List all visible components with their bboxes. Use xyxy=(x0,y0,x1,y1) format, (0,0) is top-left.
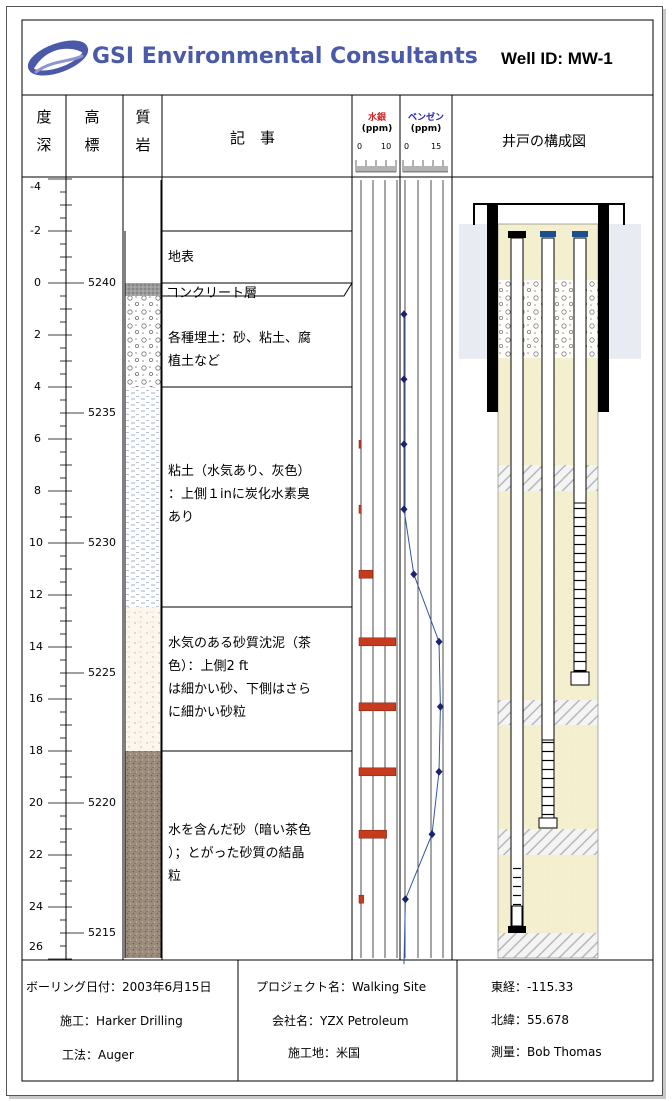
surveyor: 測量：Bob Thomas xyxy=(491,1045,602,1059)
benzene-point xyxy=(400,505,408,514)
depth-tick: -4 xyxy=(30,180,41,193)
benzene-unit: (ppm) xyxy=(410,124,442,134)
remark-sand: 水を含んだ砂（暗い茶色 ）；とがった砂質の結晶 粒 xyxy=(168,819,311,888)
lith-fill xyxy=(125,296,161,387)
benzene-tick-15: 15 xyxy=(431,142,442,151)
remark-line: 色）：上側2 ft xyxy=(168,659,249,674)
remark-silt: 水気のある砂質沈泥（茶 色）：上側2 ft は細かい砂、下側はさら に細かい砂粒 xyxy=(168,632,311,724)
depth-tick: 22 xyxy=(29,848,43,861)
benzene-point xyxy=(428,830,436,839)
well-construction xyxy=(459,203,641,959)
gsi-logo-icon xyxy=(27,40,89,76)
depth-heading-char-1: 度 xyxy=(36,108,52,126)
mercury-tick-10: 10 xyxy=(381,142,392,151)
benzene-point xyxy=(435,767,443,776)
lith-concrete xyxy=(125,283,161,296)
mercury-bar xyxy=(358,767,397,777)
longitude: 東経：-115.33 xyxy=(491,980,574,994)
benzene-series-line xyxy=(403,314,441,965)
remark-line: に細かい砂粒 xyxy=(168,705,247,720)
depth-tick: 24 xyxy=(29,900,43,913)
benzene-tick-0: 0 xyxy=(404,142,410,151)
remark-concrete: コンクリート層 xyxy=(166,286,258,301)
depth-tick: -2 xyxy=(30,224,41,237)
remark-line: あり xyxy=(168,510,195,525)
elevation-tick: 5230 xyxy=(88,536,116,549)
remark-line: ）；とがった砂質の結晶 xyxy=(168,846,305,861)
depth-tick: 12 xyxy=(29,588,43,601)
remark-line: 水気のある砂質沈泥（茶 xyxy=(168,636,312,651)
drilling-method: 工法：Auger xyxy=(62,1048,134,1062)
elevation-tick: 5240 xyxy=(88,276,116,289)
remark-clay: 粘土（水気あり、灰色） ：上側１inに炭化水素臭 あり xyxy=(168,460,310,529)
depth-tick: 18 xyxy=(29,744,43,757)
remark-line: 植土など xyxy=(168,354,221,369)
mercury-bar xyxy=(358,829,387,839)
mercury-bar xyxy=(358,637,397,647)
elevation-tick: 5225 xyxy=(88,666,116,679)
remark-line: は細かい砂、下側はさら xyxy=(168,682,312,697)
mercury-unit: (ppm) xyxy=(361,124,393,134)
depth-tick: 14 xyxy=(29,640,43,653)
benzene-heading: ベンゼン xyxy=(407,113,444,123)
remark-line: 粘土（水気あり、灰色） xyxy=(168,464,311,479)
mercury-heading: 水銀 xyxy=(367,113,386,123)
client-company: 会社名：YZX Petroleum xyxy=(272,1014,409,1028)
elevation-heading-char-2: 標 xyxy=(84,136,100,154)
lith-sand xyxy=(125,751,161,958)
benzene-point xyxy=(400,310,408,319)
boring-date: ボーリング日付：2003年6月15日 xyxy=(26,980,212,994)
well-id: Well ID: MW-1 xyxy=(501,49,613,68)
remarks-heading: 記 事 xyxy=(230,129,276,147)
mercury-bar xyxy=(358,569,374,579)
remark-line: ：上側１inに炭化水素臭 xyxy=(168,487,310,502)
benzene-point xyxy=(435,637,443,646)
benzene-point xyxy=(436,702,444,711)
remark-surface: 地表 xyxy=(168,250,195,265)
elevation-tick: 5215 xyxy=(88,926,116,939)
lith-silt xyxy=(125,607,161,751)
remark-fill: 各種埋土：砂、粘土、腐 植土など xyxy=(168,327,311,373)
company-name: GSI Environmental Consultants xyxy=(92,44,478,69)
benzene-point xyxy=(400,375,408,384)
depth-tick: 8 xyxy=(34,484,41,497)
depth-tick: 20 xyxy=(29,796,43,809)
depth-tick: 4 xyxy=(34,380,41,393)
project-name: プロジェクト名：Walking Site xyxy=(256,980,427,994)
depth-tick: 2 xyxy=(34,328,41,341)
mercury-bar xyxy=(358,504,362,514)
elevation-tick: 5220 xyxy=(88,796,116,809)
mercury-bar xyxy=(358,702,397,712)
remark-line: 水を含んだ砂（暗い茶色 xyxy=(168,823,312,838)
elevation-heading: 高 標 xyxy=(72,103,112,159)
benzene-point xyxy=(410,570,418,579)
elevation-heading-char-1: 高 xyxy=(84,108,100,126)
depth-tick: 10 xyxy=(29,536,43,549)
benzene-point xyxy=(401,895,409,904)
depth-tick: 6 xyxy=(34,432,41,445)
lithology-heading-char-2: 岩 xyxy=(135,136,151,154)
depth-tick: 0 xyxy=(34,276,41,289)
lithology-heading-char-1: 質 xyxy=(135,108,151,126)
depth-tick: 26 xyxy=(29,940,43,953)
mercury-bar xyxy=(358,894,364,904)
site-location: 施工地：米国 xyxy=(288,1046,361,1060)
depth-heading: 度 深 xyxy=(24,103,64,159)
remark-line: 各種埋土：砂、粘土、腐 xyxy=(168,331,312,346)
benzene-point xyxy=(400,440,408,449)
lith-clay xyxy=(125,387,161,607)
latitude: 北緯：55.678 xyxy=(491,1013,569,1027)
lithology-heading: 質 岩 xyxy=(123,103,163,159)
depth-heading-char-2: 深 xyxy=(36,136,52,154)
mercury-bar xyxy=(358,439,362,449)
well-diagram-heading: 井戸の構成図 xyxy=(502,134,586,150)
depth-tick: 16 xyxy=(29,692,43,705)
remark-line: 粒 xyxy=(168,869,182,884)
elevation-tick: 5235 xyxy=(88,406,116,419)
mercury-tick-0: 0 xyxy=(357,142,363,151)
contractor: 施工：Harker Drilling xyxy=(60,1014,183,1028)
